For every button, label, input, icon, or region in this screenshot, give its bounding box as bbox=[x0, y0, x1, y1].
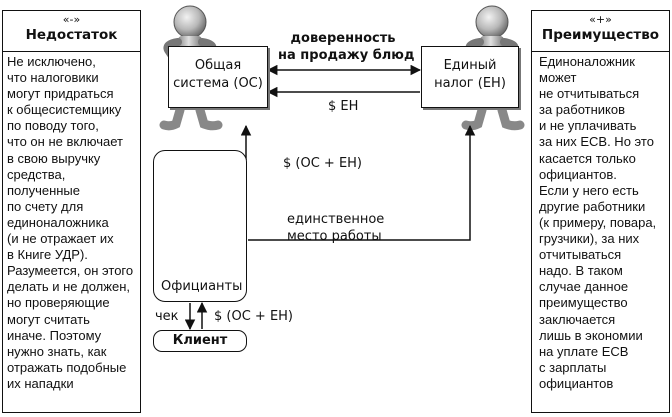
person-figure-icon bbox=[461, 5, 525, 131]
disadvantage-line: полученные bbox=[7, 182, 81, 198]
disadvantage-line: Разумеется, он этого bbox=[7, 263, 134, 279]
disadvantage-line: (и не отражает их bbox=[7, 231, 114, 247]
check-label: чек bbox=[155, 309, 179, 324]
client-box: Клиент bbox=[153, 330, 247, 352]
disadvantage-title: Недостаток bbox=[25, 27, 118, 43]
disadvantage-line: средства, bbox=[7, 166, 66, 182]
disadvantage-panel: «-» Недостаток Не исключено, что налогов… bbox=[2, 10, 141, 413]
disadvantage-line: по счету для bbox=[7, 198, 84, 214]
disadvantage-header: «-» Недостаток bbox=[3, 11, 140, 52]
advantage-line: отчитываться bbox=[539, 247, 622, 263]
single-tax-sign: Единый налог (ЕН) bbox=[421, 46, 519, 108]
advantage-line: надо. В таком bbox=[539, 263, 623, 279]
disadvantage-line: что налоговики bbox=[7, 70, 99, 86]
workplace-label: единственное место работы bbox=[287, 211, 384, 245]
disadvantage-line: могут придраться bbox=[7, 86, 114, 102]
disadvantage-line: Не исключено, bbox=[7, 54, 96, 69]
disadvantage-line: в свою выручку bbox=[7, 150, 101, 166]
waiters-box bbox=[153, 150, 247, 302]
general-system-line: система (ОС) bbox=[173, 76, 263, 91]
disadvantage-line: что он не включает bbox=[7, 134, 124, 150]
disadvantage-line: к общесистемщику bbox=[7, 102, 122, 118]
advantage-panel: «+» Преимущество Единоналожник может не … bbox=[531, 10, 670, 413]
workplace-line: место работы bbox=[287, 229, 382, 244]
workplace-line: единственное bbox=[287, 212, 385, 227]
advantage-line: касается только bbox=[539, 150, 636, 166]
advantage-line: заключается bbox=[539, 311, 616, 327]
single-tax-line: Единый bbox=[443, 58, 497, 73]
advantage-sign: «+» bbox=[589, 13, 612, 26]
advantage-line: официантов. bbox=[539, 166, 617, 182]
advantage-line: официантов bbox=[539, 375, 614, 391]
trust-label: доверенность на продажу блюд bbox=[278, 30, 415, 64]
advantage-line: (к примеру, повара, bbox=[539, 214, 657, 230]
workplace-arrow bbox=[248, 124, 476, 241]
general-system-sign: Общая система (ОС) bbox=[168, 46, 268, 108]
trust-line: на продажу блюд bbox=[278, 48, 415, 63]
disadvantage-line: единоналожника bbox=[7, 214, 109, 230]
advantage-line: за работников bbox=[539, 102, 626, 118]
advantage-line: другие работники bbox=[539, 198, 646, 214]
trust-line: доверенность bbox=[290, 31, 396, 46]
payment-os-en-upper-label: $ (ОС + ЕН) bbox=[283, 156, 363, 171]
disadvantage-line: нужно знать, как bbox=[7, 343, 107, 359]
advantage-line: на уплате ЕСВ bbox=[539, 343, 629, 359]
disadvantage-line: по поводу того, bbox=[7, 118, 99, 134]
general-system-line: Общая bbox=[194, 58, 242, 73]
disadvantage-line: в Книге УДР). bbox=[7, 247, 88, 263]
disadvantage-line: но проверяющие bbox=[7, 295, 110, 311]
advantage-line: не отчитываться bbox=[539, 86, 640, 102]
disadvantage-line: делать и не должен, bbox=[7, 279, 130, 295]
disadvantage-line: иначе. Поэтому bbox=[7, 327, 102, 343]
advantage-title: Преимущество bbox=[541, 27, 660, 43]
advantage-line: грузчики), за них bbox=[539, 231, 640, 247]
disadvantage-line: отражать подобные bbox=[7, 359, 127, 375]
advantage-line: преимущество bbox=[539, 295, 628, 311]
disadvantage-line: их нападки bbox=[7, 375, 74, 391]
disadvantage-text: Не исключено, что налоговики могут придр… bbox=[3, 52, 140, 392]
advantage-header: «+» Преимущество bbox=[532, 11, 669, 52]
advantage-line: Единоналожник bbox=[539, 54, 635, 69]
waiters-label: Официанты bbox=[161, 279, 243, 294]
disadvantage-sign: «-» bbox=[62, 13, 81, 26]
advantage-text: Единоналожник может не отчитываться за р… bbox=[532, 52, 669, 392]
advantage-line: за них ЕСВ. Но это bbox=[539, 134, 654, 150]
advantage-line: с зарплаты bbox=[539, 359, 607, 375]
disadvantage-line: могут считать bbox=[7, 311, 90, 327]
single-tax-line: налог (ЕН) bbox=[434, 76, 506, 91]
advantage-line: Если у него есть bbox=[539, 182, 639, 198]
advantage-line: и не уплачивать bbox=[539, 118, 637, 134]
advantage-line: лишь в экономии bbox=[539, 327, 643, 343]
advantage-line: случае данное bbox=[539, 279, 629, 295]
payment-os-en-lower-label: $ (ОС + ЕН) bbox=[214, 309, 294, 324]
advantage-line: может bbox=[539, 70, 577, 86]
payment-en-label: $ ЕН bbox=[328, 99, 359, 114]
